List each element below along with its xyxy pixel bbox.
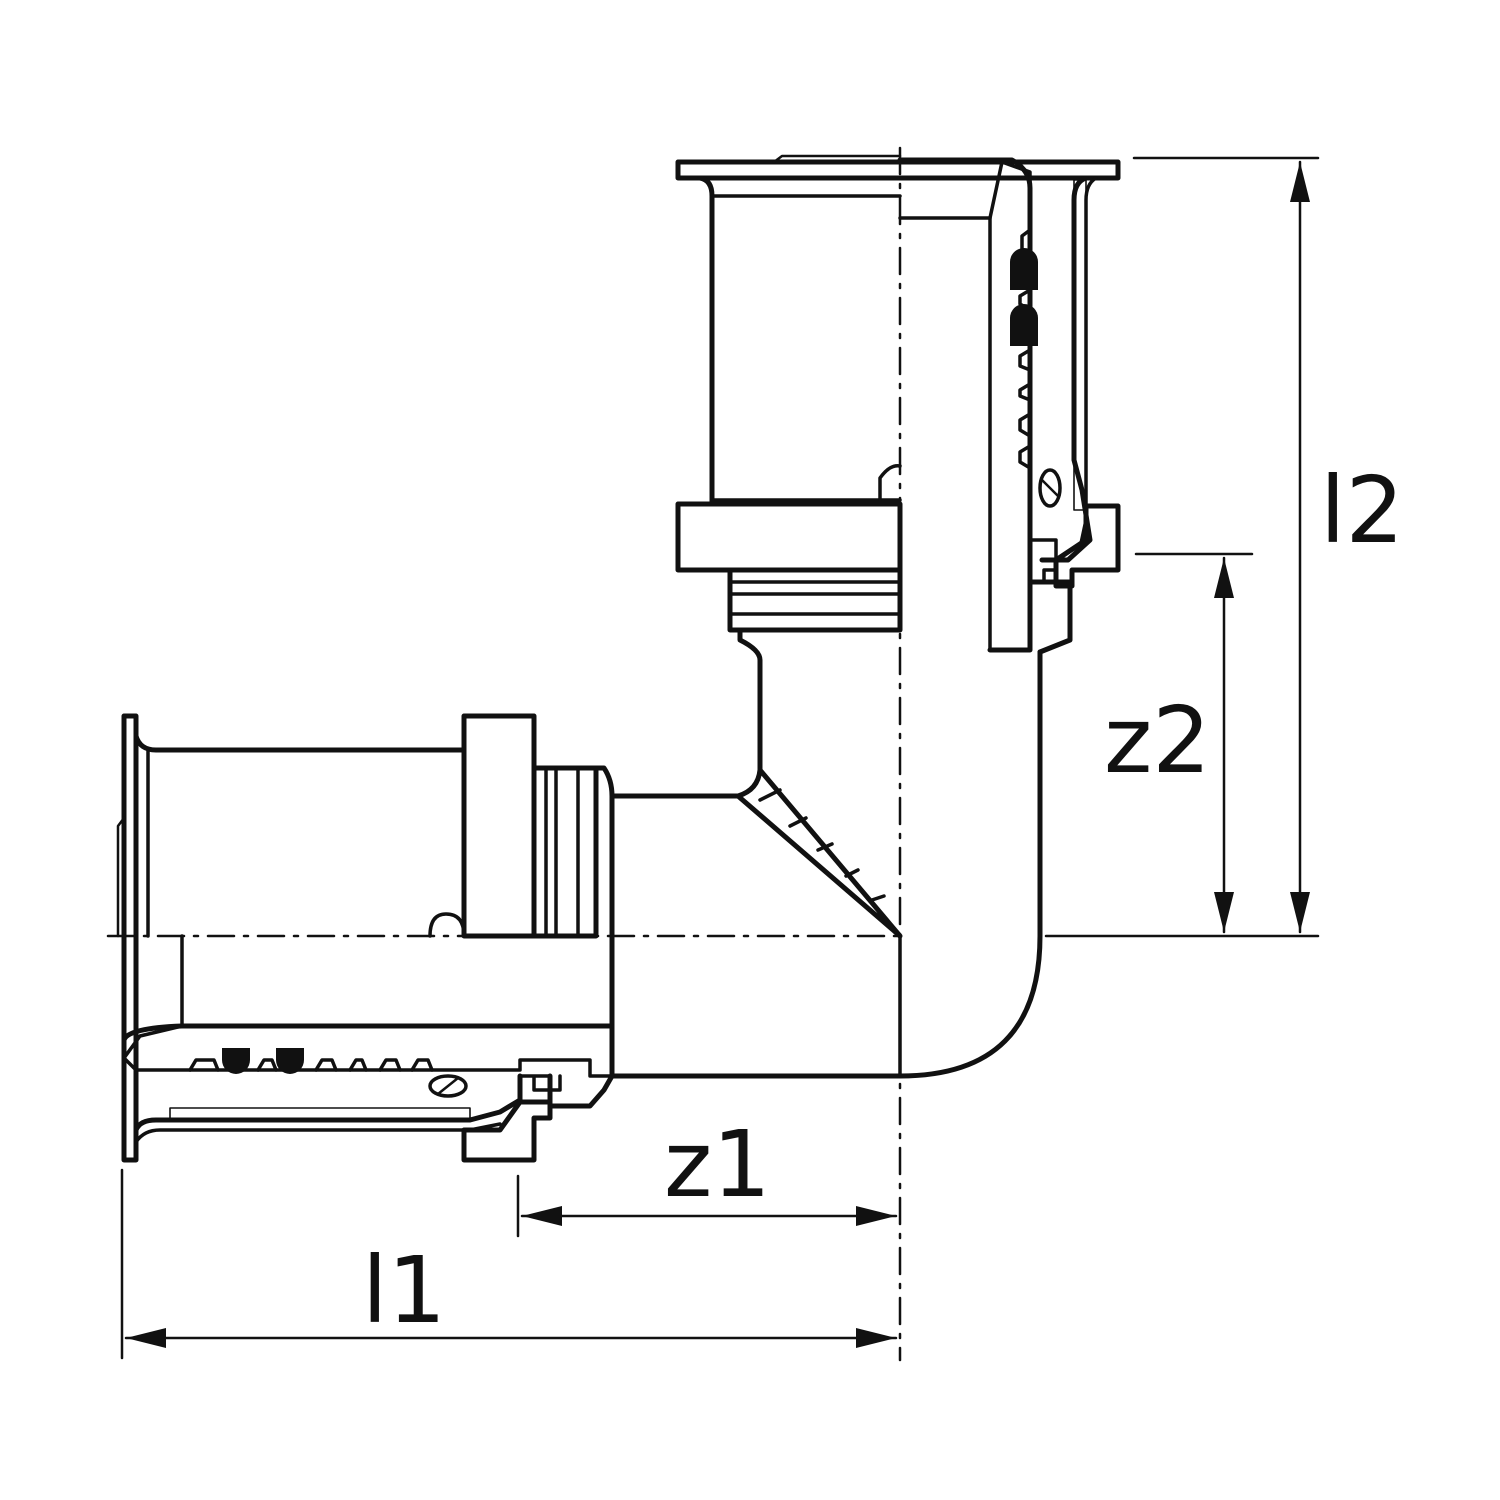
top-view-hole [1038,468,1062,508]
center-lines [106,146,902,1362]
dim-label-z1: z1 [664,1111,771,1218]
top-outer-sleeve-right [1039,175,1093,563]
left-hatched-wall [122,1024,614,1078]
dimensions: l2 z2 z1 l1 [120,156,1404,1360]
top-oring-1 [1010,248,1038,290]
left-cap [116,816,126,938]
left-ring-notch [518,1074,562,1104]
left-body-shoulder [547,1073,615,1109]
left-ring-section [461,1099,553,1163]
left-branch [116,713,615,1163]
elbow-web [735,767,903,939]
top-body-shoulder [1027,579,1073,655]
left-oring-block [531,765,599,939]
elbow-web-hatch [758,788,886,902]
top-hatched-wall [988,160,1032,652]
top-branch [609,154,1121,799]
dim-label-l2: l2 [1320,457,1404,564]
top-view-hole-line [1040,478,1060,498]
left-view-hole-line [436,1076,460,1096]
top-oring-2 [1010,304,1038,346]
left-view-hole [428,1074,468,1098]
top-press-ring [675,501,903,573]
top-right-outline [897,157,1033,653]
top-sleeve-left [697,175,715,507]
top-sleeve-hatch [1073,179,1087,511]
elbow-body [609,649,1043,1079]
left-oring-1 [222,1048,250,1074]
left-flange [121,713,139,1163]
top-cap [772,154,902,164]
top-pin [878,464,902,502]
left-grooves [188,1058,434,1072]
dim-label-z2: z2 [1104,687,1211,794]
left-outer-sleeve-inner [134,1122,502,1144]
left-pin [428,912,466,938]
left-press-ring [461,713,537,939]
top-oring-block [727,567,903,633]
top-flange [675,159,1121,181]
top-neck [609,627,763,799]
left-sleeve-top [133,733,467,753]
dim-label-l1: l1 [362,1237,446,1344]
elbow-outer-curve [609,649,1043,1079]
top-grooves [1018,228,1032,470]
left-outer-sleeve [133,1073,523,1133]
left-lower-outline [121,1023,615,1043]
left-sleeve-hatch [169,1107,471,1121]
left-neck [593,765,615,799]
left-oring-2 [276,1048,304,1074]
